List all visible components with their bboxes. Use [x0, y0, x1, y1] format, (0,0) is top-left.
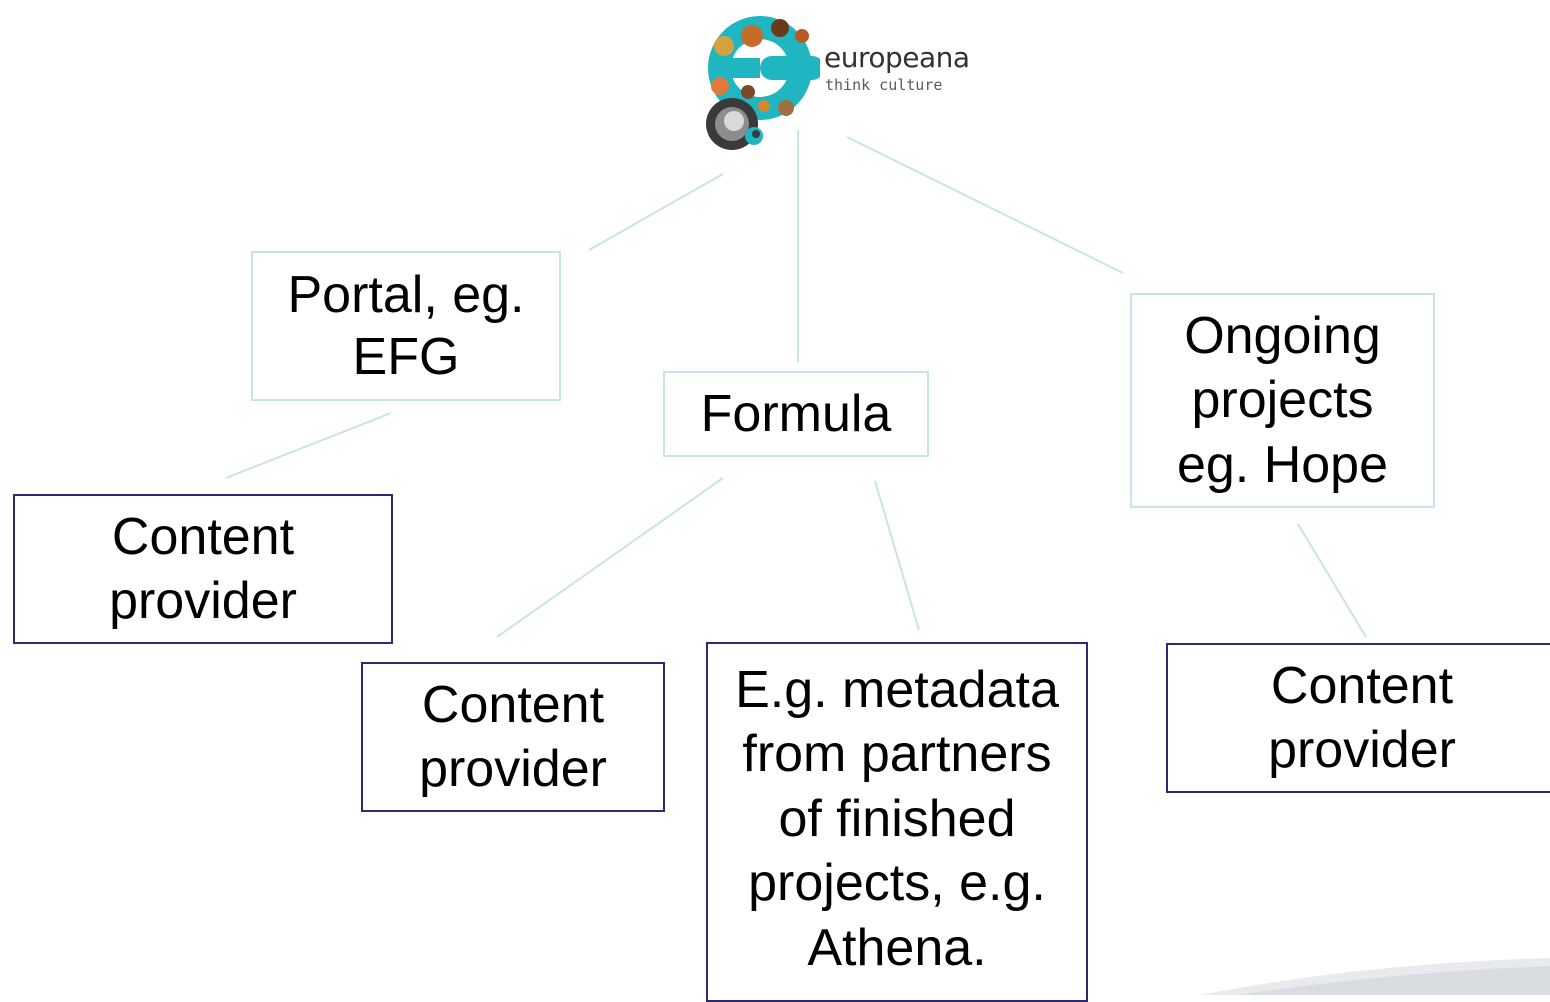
- edge-formula-cp-mid: [496, 477, 724, 638]
- edge-formula-metadata: [874, 480, 920, 631]
- formula-node: Formula: [663, 371, 929, 457]
- europeana-e-icon: [706, 16, 820, 150]
- content-provider-right-node: Content provider: [1166, 643, 1550, 793]
- edge-europeana-portal: [588, 173, 724, 251]
- decorative-swoosh: [1200, 958, 1550, 995]
- logo-tagline: think culture: [825, 76, 943, 94]
- edge-ongoing-cp-right: [1297, 523, 1367, 638]
- logo-name: europeana: [824, 41, 970, 74]
- content-provider-left-node: Content provider: [13, 494, 393, 644]
- edge-portal-cp-left: [225, 412, 392, 479]
- metadata-partners-node: E.g. metadata from partners of finished …: [706, 642, 1088, 1002]
- portal-node: Portal, eg. EFG: [251, 251, 561, 401]
- edge-europeana-ongoing: [846, 136, 1124, 274]
- europeana-logo: europeana think culture: [698, 8, 970, 153]
- ongoing-projects-node: Ongoing projects eg. Hope: [1130, 293, 1435, 508]
- content-provider-middle-node: Content provider: [361, 662, 665, 812]
